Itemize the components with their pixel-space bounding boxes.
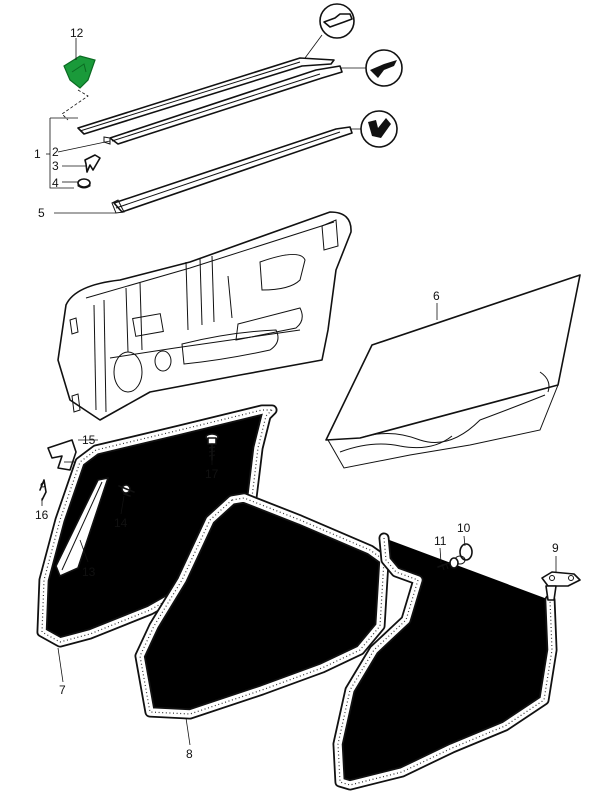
label-part-11: 11	[434, 534, 447, 548]
clip-part-3	[84, 154, 101, 173]
bracket-part-15	[47, 439, 77, 471]
door-bottom-strip	[111, 126, 353, 214]
door-seal-part-7	[42, 410, 272, 642]
plug-part-10	[454, 543, 473, 565]
label-part-10: 10	[457, 521, 471, 535]
cross-section-callout-top	[304, 3, 355, 59]
leader-lines	[41, 38, 557, 746]
door-seal-part-8	[140, 498, 384, 714]
label-part-16: 16	[35, 508, 49, 522]
label-part-14: 14	[114, 516, 128, 530]
vapour-barrier-sheet	[325, 274, 581, 469]
label-part-9: 9	[552, 541, 559, 555]
screw-part-11	[437, 557, 459, 571]
door-shell	[57, 211, 352, 421]
clip-part-16	[39, 479, 47, 501]
label-part-15: 15	[82, 433, 96, 447]
label-part-3: 3	[52, 159, 59, 173]
window-strip-outer	[77, 57, 335, 135]
body-seal-right-loop	[338, 538, 552, 785]
window-strip-inner	[103, 65, 343, 145]
end-cap-part-12	[63, 55, 96, 89]
bolt-part-17	[205, 433, 219, 461]
label-part-12: 12	[70, 26, 84, 40]
label-part-13: 13	[82, 565, 96, 579]
part-labels: 12 1 2 3 4 5 6 15 16 17 14 13 7 8 10 11 …	[34, 26, 559, 761]
label-part-8: 8	[186, 747, 193, 761]
grommet-part-4	[77, 178, 91, 189]
label-part-4: 4	[52, 176, 59, 190]
cross-section-callout-middle	[340, 49, 403, 87]
label-part-1: 1	[34, 147, 41, 161]
label-part-2: 2	[52, 145, 59, 159]
label-part-17: 17	[205, 467, 219, 481]
label-part-5: 5	[38, 206, 45, 220]
label-part-7: 7	[59, 683, 66, 697]
label-part-6: 6	[433, 289, 440, 303]
screw-part-14	[118, 484, 135, 497]
guide-rail-part-13	[55, 477, 109, 577]
retainer-part-9	[541, 571, 581, 601]
cross-section-callout-bottom	[345, 110, 398, 148]
